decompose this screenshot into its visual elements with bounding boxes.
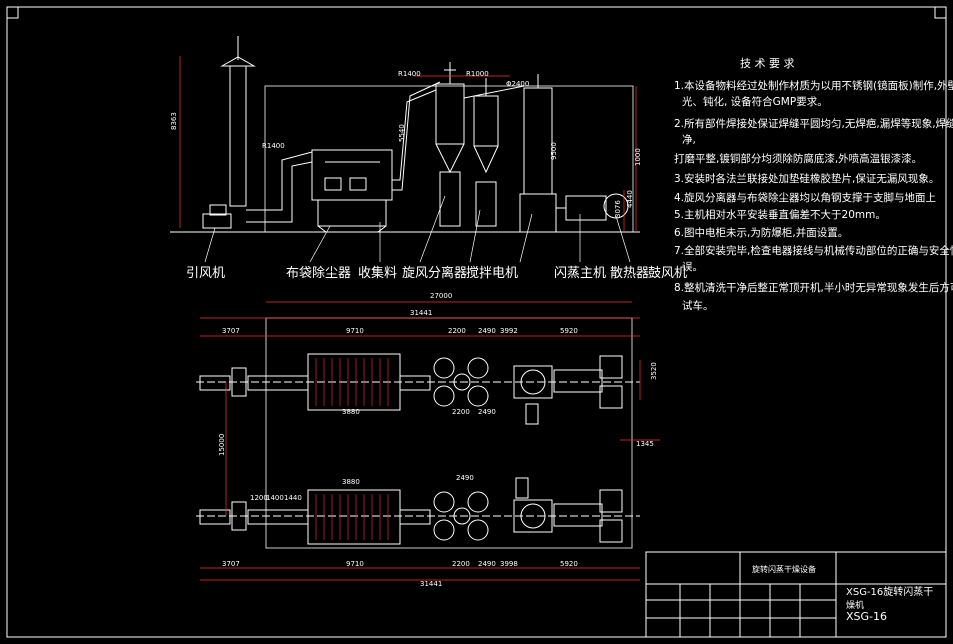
dim-27000: 27000 (430, 292, 452, 300)
dim-2490b: 2490 (478, 408, 496, 416)
label-mixer-motor: 搅拌电机 (466, 266, 519, 281)
dim-r1000: R1000 (466, 70, 489, 78)
bag-hatch (315, 358, 389, 540)
dim-31441: 31441 (410, 309, 432, 317)
requirement-2: 2.所有部件焊接处保证焊缝平圆均匀,无焊疤,漏焊等现象,焊缝清理干 (674, 118, 953, 130)
title-block (645, 551, 947, 638)
dim-3992: 3992 (500, 327, 518, 335)
requirement-5: 5.主机相对水平安装垂直偏差不大于20mm。 (674, 209, 886, 221)
corner-mark (6, 6, 19, 19)
dim-2490: 2490 (478, 327, 496, 335)
requirement-7b: 误。 (682, 261, 703, 273)
dim-15000: 15000 (218, 434, 226, 456)
dim-31441b: 31441 (420, 580, 442, 588)
label-bag-filter: 布袋除尘器 (286, 266, 352, 281)
requirement-7: 7.全部安装完毕,检查电器接线与机械传动部位的正确与安全性,确保无 (674, 245, 953, 257)
label-cyclone: 旋风分离器 (402, 266, 468, 281)
elevation-view (170, 36, 640, 233)
dim-2200b: 2200 (452, 408, 470, 416)
dim-1345: 1345 (636, 440, 654, 448)
requirement-4: 4.旋风分离器与布袋除尘器均以角钢支撑于支脚与地面上 (674, 192, 937, 204)
corner-mark (934, 6, 947, 19)
leader-lines (204, 195, 631, 263)
dim-5920b: 5920 (560, 560, 578, 568)
plan-view (196, 317, 640, 549)
dim-1440: 1440 (284, 494, 302, 502)
dim-9710: 9710 (346, 327, 364, 335)
dim-2200: 2200 (448, 327, 466, 335)
requirement-2c: 打磨平整,镀铜部分均须除防腐底漆,外喷高温银漆漆。 (674, 153, 923, 165)
requirement-1b: 光、钝化, 设备符合GMP要求。 (682, 96, 828, 108)
requirement-2b: 净, (682, 134, 696, 146)
dim-3880: 3880 (342, 408, 360, 416)
dim-r1400b: R1400 (262, 142, 285, 150)
requirement-6: 6.图中电柜未示,为防爆柜,并面设置。 (674, 227, 849, 239)
requirement-8: 8.整机清洗干净后整正常顶开机,半小时无异常现象发生后方可投料 (674, 282, 953, 294)
requirement-3: 3.安装时各法兰联接处加垫硅橡胶垫片,保证无漏风现象。 (674, 173, 940, 185)
dim-3707b: 3707 (222, 560, 240, 568)
requirements-title: 技 术 要 求 (740, 57, 795, 70)
dim-5920: 5920 (560, 327, 578, 335)
elevation-dims (179, 56, 637, 232)
dim-9710b: 9710 (346, 560, 364, 568)
dim-2490c: 2490 (456, 474, 474, 482)
dim-3076: 3076 (614, 200, 622, 218)
dim-2200c: 2200 (452, 560, 470, 568)
plan-dim-lines (200, 301, 660, 581)
dim-r1400: R1400 (398, 70, 421, 78)
outer-border (6, 6, 947, 638)
dim-4440: 4440 (626, 190, 634, 208)
dim-1400: 1400 (266, 494, 284, 502)
requirement-8b: 试车。 (682, 300, 714, 312)
dim-1000: 1000 (634, 148, 642, 166)
label-fan: 引风机 (186, 266, 226, 281)
dim-8363: 8363 (170, 112, 178, 130)
label-radiator: 散热器 (610, 266, 650, 281)
label-blower: 鼓风机 (648, 266, 688, 281)
label-main-dryer: 闪蒸主机 (554, 266, 607, 281)
label-collector: 收集料 (358, 266, 398, 281)
title-block-name: 旋转闪蒸干燥设备 (752, 565, 816, 574)
dim-3880b: 3880 (342, 478, 360, 486)
dim-3707: 3707 (222, 327, 240, 335)
title-block-code2: 燥机 (846, 601, 865, 611)
dim-3998: 3998 (500, 560, 518, 568)
title-block-code3: XSG-16 (846, 610, 888, 623)
dim-9500: 9500 (550, 142, 558, 160)
dim-phi2400: Φ2400 (506, 80, 529, 88)
title-block-code: XSG-16旋转闪蒸干 (846, 587, 934, 598)
requirement-1: 1.本设备物料经过处制作材质为以用不锈钢(镜面板)制作,外壁焊缝抛 (674, 80, 953, 92)
dim-3520: 3520 (650, 362, 658, 380)
dim-1200: 1200 (250, 494, 268, 502)
dim-5540: 5540 (398, 124, 406, 142)
dim-2490d: 2490 (478, 560, 496, 568)
